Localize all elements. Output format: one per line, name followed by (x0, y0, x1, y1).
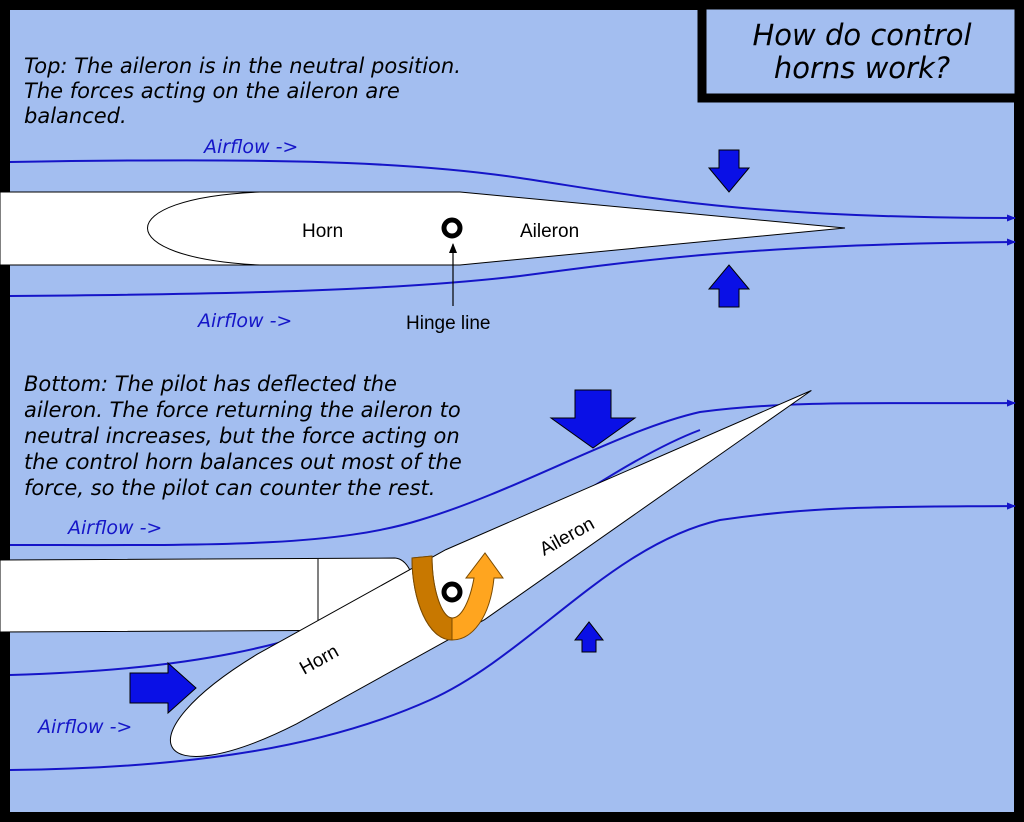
top-caption-line-1: Top: The aileron is in the neutral posit… (24, 54, 461, 78)
bottom-airflow-lower-label: Airflow -> (36, 716, 132, 738)
top-force-arrow-up (707, 264, 751, 308)
bottom-caption-line-4: the control horn balances out most of th… (24, 450, 462, 474)
top-caption-line-2: The forces acting on the aileron are (24, 79, 400, 103)
top-horn-label: Horn (302, 221, 343, 242)
top-force-arrow-down (707, 149, 751, 193)
top-aileron-label: Aileron (520, 221, 579, 242)
bottom-airflow-lower-line (9, 502, 1016, 771)
title-box (697, 0, 1024, 103)
bottom-caption-line-3: neutral increases, but the force acting … (24, 424, 460, 448)
top-airflow-lower-line (9, 238, 1016, 297)
bottom-force-arrow-down-large (549, 389, 637, 449)
bottom-caption-line-5: force, so the pilot can counter the rest… (24, 476, 435, 500)
bottom-airflow-upper-label: Airflow -> (66, 517, 162, 539)
top-airflow-upper-label: Airflow -> (202, 136, 298, 158)
bottom-airflow-upper-line (9, 399, 1016, 547)
title-line-2: horns work? (774, 51, 950, 85)
bottom-hinge-point (441, 581, 463, 603)
bottom-caption-line-2: aileron. The force returning the aileron… (24, 398, 461, 422)
bottom-force-arrow-right (129, 661, 197, 715)
moment-arrow (411, 552, 504, 641)
top-airflow-upper-line (9, 159, 1016, 222)
title-line-1: How do control (752, 18, 971, 52)
top-caption-line-3: balanced. (24, 104, 127, 128)
top-airflow-lower-label: Airflow -> (196, 310, 292, 332)
hinge-line-label: Hinge line (406, 313, 491, 334)
bottom-force-arrow-up-small (573, 621, 605, 653)
top-hinge-point (441, 217, 463, 239)
bottom-caption-line-1: Bottom: The pilot has deflected the (24, 372, 397, 396)
top-aileron (147, 191, 846, 266)
